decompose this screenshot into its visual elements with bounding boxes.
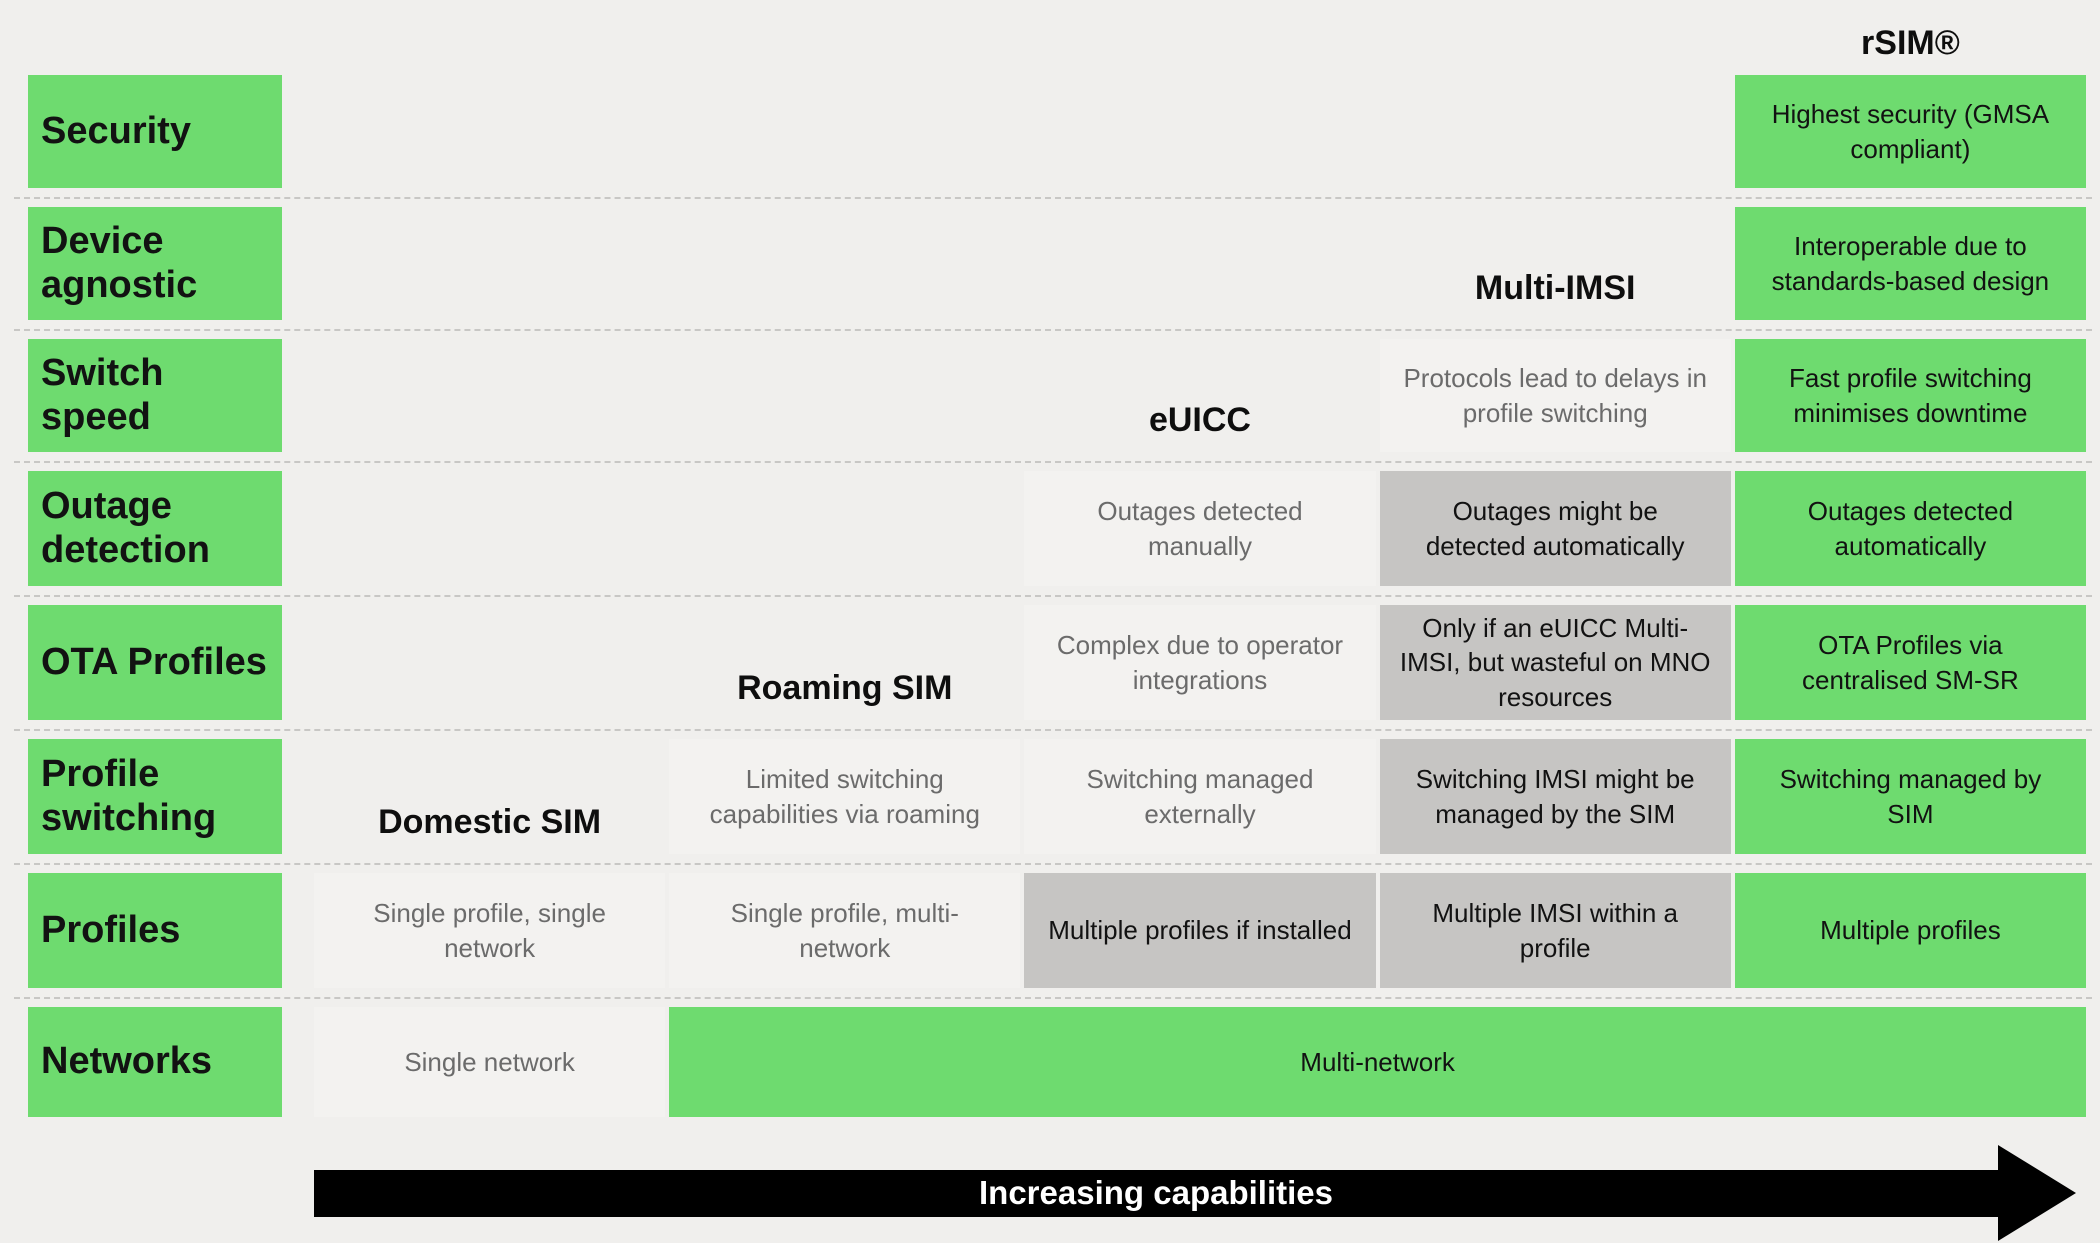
cell-profile-switching-rsim: Switching managed by SIM <box>1734 739 2086 854</box>
column-header-rsim: rSIM® <box>1861 24 1960 62</box>
cell-ota-profiles-rsim: OTA Profiles via centralised SM-SR <box>1734 605 2086 720</box>
row-divider <box>14 594 2092 597</box>
row-divider <box>14 196 2092 199</box>
row-divider <box>14 328 2092 331</box>
cell-profile-switching-euicc: Switching managed externally <box>1024 739 1376 854</box>
arrow-head-icon <box>1998 1145 2076 1241</box>
cell-outage-detection-rsim: Outages detected automatically <box>1734 471 2086 586</box>
row-divider <box>14 460 2092 463</box>
row-label-ota-profiles: OTA Profiles <box>28 605 282 720</box>
arrow-bar <box>314 1169 1998 1217</box>
cell-profiles-rsim: Multiple profiles <box>1734 873 2086 988</box>
cell-profile-switching-roaming: Limited switching capabilities via roami… <box>669 739 1021 854</box>
cell-security-rsim: Highest security (GMSA compliant) <box>1734 75 2086 188</box>
cell-outage-detection-euicc: Outages detected manually <box>1024 471 1376 586</box>
cell-switch-speed-multi-imsi: Protocols lead to delays in profile swit… <box>1379 339 1731 452</box>
column-header-multi-imsi: Multi-IMSI <box>1474 269 1636 307</box>
cell-networks-domestic: Single network <box>314 1007 666 1117</box>
row-divider <box>14 862 2092 865</box>
column-header-euicc: eUICC <box>1148 401 1251 439</box>
cell-ota-profiles-multi-imsi: Only if an eUICC Multi-IMSI, but wastefu… <box>1379 605 1731 720</box>
row-divider <box>14 728 2092 731</box>
cell-outage-detection-multi-imsi: Outages might be detected automatically <box>1379 471 1731 586</box>
row-label-profiles: Profiles <box>28 873 282 988</box>
cell-switch-speed-rsim: Fast profile switching minimises downtim… <box>1734 339 2086 452</box>
cell-profiles-domestic: Single profile, single network <box>314 873 666 988</box>
row-label-device-agnostic: Device agnostic <box>28 207 282 320</box>
cell-profiles-multi-imsi: Multiple IMSI within a profile <box>1379 873 1731 988</box>
cell-device-agnostic-rsim: Interoperable due to standards-based des… <box>1734 207 2086 320</box>
cell-profile-switching-multi-imsi: Switching IMSI might be managed by the S… <box>1379 739 1731 854</box>
cell-networks-multi-network: Multi-network <box>669 1007 2086 1117</box>
increasing-capabilities-arrow: Increasing capabilities <box>314 1145 2076 1241</box>
cell-ota-profiles-euicc: Complex due to operator integrations <box>1024 605 1376 720</box>
cell-profiles-roaming: Single profile, multi-network <box>669 873 1021 988</box>
row-divider <box>14 996 2092 999</box>
row-label-profile-switching: Profile switching <box>28 739 282 854</box>
row-label-networks: Networks <box>28 1007 282 1117</box>
row-label-security: Security <box>28 75 282 188</box>
column-header-domestic-sim: Domestic SIM <box>378 803 602 841</box>
capability-comparison-grid: rSIM® Multi-IMSI eUICC Roaming SIM Domes… <box>14 24 2092 1117</box>
row-label-outage-detection: Outage detection <box>28 471 282 586</box>
arrow-label: Increasing capabilities <box>979 1174 1333 1211</box>
column-header-roaming-sim: Roaming SIM <box>737 669 953 707</box>
row-label-switch-speed: Switch speed <box>28 339 282 452</box>
cell-profiles-euicc: Multiple profiles if installed <box>1024 873 1376 988</box>
